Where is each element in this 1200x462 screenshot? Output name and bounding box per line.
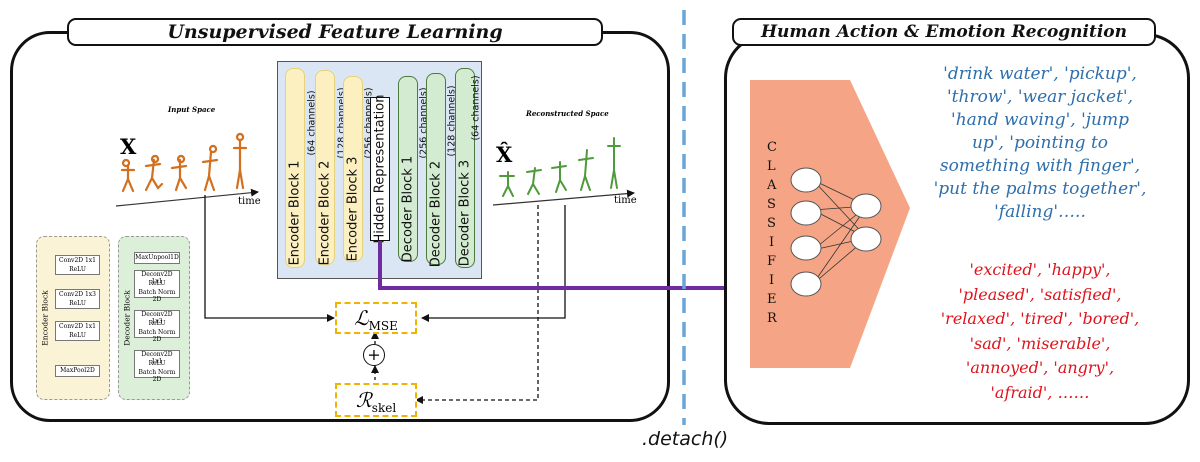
decoder-op-3: Deconv2D 1x3 ReLU Batch Norm 2D xyxy=(134,310,180,343)
encoder-op-1: Conv2D 1x1 ReLU xyxy=(55,255,100,275)
output-neuron-2 xyxy=(850,226,882,252)
right-panel-title: Human Action & Emotion Recognition xyxy=(732,18,1156,46)
encoder-block-3: Encoder Block 3 xyxy=(343,76,363,262)
input-neuron-3 xyxy=(790,235,822,261)
loss-mse-box: ℒMSE xyxy=(335,302,417,334)
decoder-block-3-channels: (64 channels) xyxy=(470,75,482,141)
encoder-op-3: Conv2D 1x1 ReLU xyxy=(55,321,100,341)
input-symbol: X xyxy=(120,134,137,159)
reconstructed-space-label: Reconstructed Space xyxy=(526,109,609,118)
reconstructed-time-label: time xyxy=(614,195,637,206)
decoder-block-1-label: Decoder Block 1 xyxy=(400,155,416,263)
output-neuron-1 xyxy=(850,193,882,219)
decoder-block-3-label: Decoder Block 3 xyxy=(457,159,473,267)
encoder-block-1: Encoder Block 1 xyxy=(285,68,305,268)
encoder-block-2-label: Encoder Block 2 xyxy=(317,160,333,265)
decoder-op-2: Deconv2D 1x1 ReLU Batch Norm 2D xyxy=(134,270,180,303)
left-panel-title: Unsupervised Feature Learning xyxy=(67,18,603,46)
decoder-op-4: Deconv2D 1x1 ReLU Batch Norm 2D xyxy=(134,350,180,383)
plus-circle: + xyxy=(363,344,385,366)
detach-label: .detach() xyxy=(642,428,729,450)
hidden-representation: Hidden Representation xyxy=(370,95,390,244)
decoder-detail-title: Decoder Block xyxy=(122,290,132,346)
encoder-op-2: Conv2D 1x3 ReLU xyxy=(55,289,100,309)
loss-skel-box: ℛskel xyxy=(335,383,417,417)
encoder-op-4: MaxPool2D xyxy=(55,365,100,377)
encoder-block-2: Encoder Block 2 xyxy=(315,70,335,265)
decoder-block-2-label: Decoder Block 2 xyxy=(428,160,444,268)
reconstructed-symbol: X̂ xyxy=(496,142,513,167)
encoder-block-3-label: Encoder Block 3 xyxy=(345,156,361,262)
action-labels: 'drink water', 'pickup', 'throw', 'wear … xyxy=(933,64,1147,222)
input-neuron-4 xyxy=(790,271,822,297)
decoder-op-1: MaxUnpool1D xyxy=(134,252,180,264)
encoder-block-1-label: Encoder Block 1 xyxy=(287,160,303,266)
emotion-labels: 'excited', 'happy', 'pleased', 'satisfie… xyxy=(940,260,1140,402)
input-neuron-1 xyxy=(790,167,822,193)
classifier xyxy=(750,80,910,368)
encoder-detail-title: Encoder Block xyxy=(40,290,50,346)
input-time-label: time xyxy=(238,196,261,207)
input-space-label: Input Space xyxy=(168,105,216,114)
decoder-block-1: Decoder Block 1 xyxy=(398,76,418,262)
input-neuron-2 xyxy=(790,200,822,226)
decoder-block-2: Decoder Block 2 xyxy=(426,73,446,268)
